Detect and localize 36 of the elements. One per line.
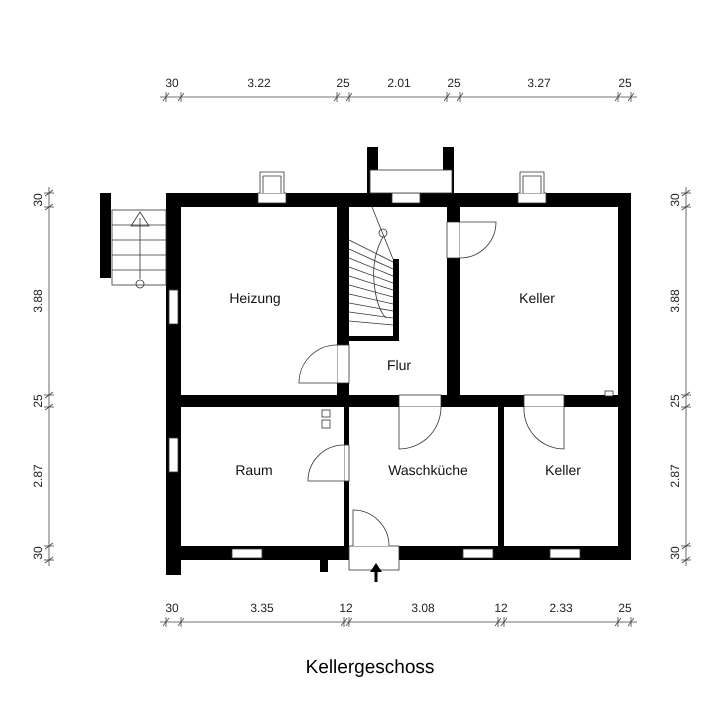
room-label: Heizung — [229, 290, 281, 306]
dimension-label: 30 — [165, 601, 179, 615]
plan-title: Kellergeschoss — [306, 657, 434, 679]
room-label: Flur — [386, 357, 412, 373]
room-area — [460, 207, 618, 395]
dimension-label: 25 — [668, 394, 682, 408]
dimension-label: 30 — [668, 193, 682, 207]
dimension-label: 3.22 — [247, 76, 271, 90]
dimension-label: 3.88 — [31, 289, 45, 313]
dimension-label: 2.87 — [668, 464, 682, 488]
dimension-label: 3.88 — [668, 289, 682, 313]
room-area — [504, 407, 618, 546]
dimension-label: 3.08 — [411, 601, 435, 615]
room-label: Raum — [235, 462, 273, 478]
dimension-label: 25 — [618, 601, 632, 615]
dimension-label: 30 — [165, 76, 179, 90]
room-label: Keller — [519, 290, 555, 306]
dimension-label: 25 — [31, 394, 45, 408]
dimension-label: 2.87 — [31, 464, 45, 488]
dimension-label: 30 — [31, 193, 45, 207]
dimension-label: 3.27 — [527, 76, 551, 90]
dimension-label: 25 — [336, 76, 350, 90]
dimension-label: 12 — [494, 601, 508, 615]
dimension-label: 3.35 — [250, 601, 274, 615]
dimension-label: 30 — [668, 546, 682, 560]
dimension-label: 12 — [339, 601, 353, 615]
room-area — [181, 207, 337, 395]
dimension-label: 25 — [447, 76, 461, 90]
dimension-label: 30 — [31, 546, 45, 560]
room-label: Waschküche — [388, 462, 468, 478]
room-area — [349, 207, 447, 395]
room-area — [181, 407, 344, 546]
dimension-label: 25 — [618, 76, 632, 90]
dimension-label: 2.33 — [549, 601, 573, 615]
room-label: Keller — [545, 462, 581, 478]
dimension-label: 2.01 — [387, 76, 411, 90]
